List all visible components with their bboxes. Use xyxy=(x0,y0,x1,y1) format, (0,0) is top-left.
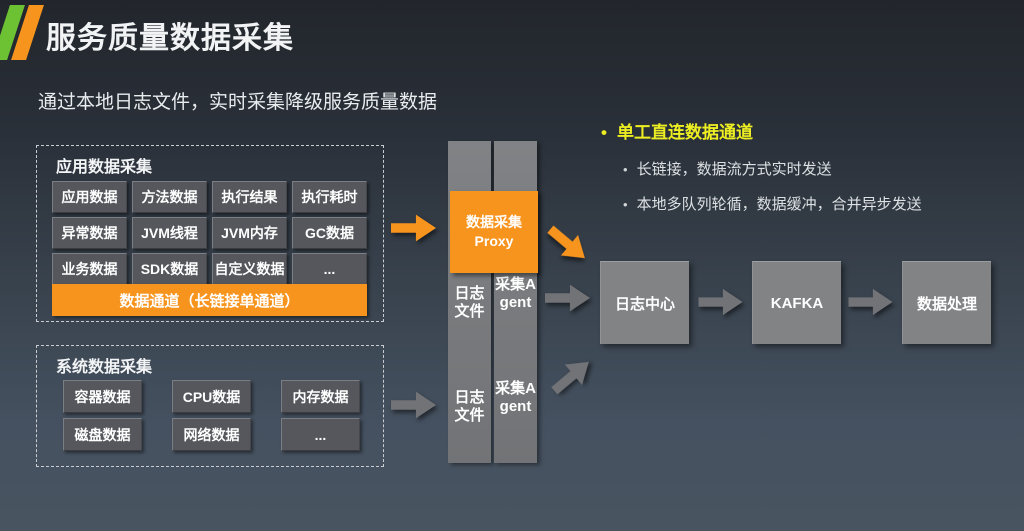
page-title: 服务质量数据采集 xyxy=(46,22,294,55)
system-grid-cell: ... xyxy=(281,418,360,451)
system-grid-cell: 容器数据 xyxy=(63,380,142,413)
subtitle: 通过本地日志文件，实时采集降级服务质量数据 xyxy=(38,92,438,113)
flow-arrow-right-icon xyxy=(545,284,591,312)
notes-heading: 单工直连数据通道 xyxy=(601,118,753,143)
kafka-box: KAFKA xyxy=(752,261,841,344)
proxy-label-line2: Proxy xyxy=(474,233,514,249)
collect-agent-label: 采集Agent xyxy=(495,380,536,415)
app-grid-cell: JVM线程 xyxy=(132,217,207,249)
app-data-section: 应用数据采集 xyxy=(36,145,384,322)
flow-arrow-right-icon xyxy=(848,288,893,316)
app-grid-cell: 方法数据 xyxy=(132,181,207,213)
app-grid-cell: GC数据 xyxy=(292,217,367,249)
log-center-box: 日志中心 xyxy=(600,261,689,344)
app-grid-cell: 执行结果 xyxy=(212,181,287,213)
system-section-label: 系统数据采集 xyxy=(56,359,153,376)
log-file-label: 日志文件 xyxy=(454,285,485,320)
app-data-grid: 应用数据 方法数据 执行结果 执行耗时 异常数据 JVM线程 JVM内存 GC数… xyxy=(52,181,367,285)
system-grid-cell: 网络数据 xyxy=(172,418,251,451)
collect-agent-label: 采集Agent xyxy=(495,276,536,311)
app-grid-cell: 执行耗时 xyxy=(292,181,367,213)
flow-arrow-up-right-icon xyxy=(551,361,589,395)
app-section-label: 应用数据采集 xyxy=(56,159,153,176)
app-grid-cell: SDK数据 xyxy=(132,253,207,285)
flow-arrow-right-icon xyxy=(698,288,743,316)
app-grid-cell: JVM内存 xyxy=(212,217,287,249)
note-bullet: 长链接，数据流方式实时发送 xyxy=(623,158,832,179)
app-grid-cell: 异常数据 xyxy=(52,217,127,249)
note-bullet: 本地多队列轮循，数据缓冲，合并异步发送 xyxy=(623,193,922,214)
system-data-grid: 容器数据 CPU数据 内存数据 磁盘数据 网络数据 ... xyxy=(63,380,360,451)
data-processing-box: 数据处理 xyxy=(902,261,991,344)
system-grid-cell: CPU数据 xyxy=(172,380,251,413)
app-grid-cell: ... xyxy=(292,253,367,285)
data-channel-bar: 数据通道（长链接单通道） xyxy=(52,284,367,316)
system-grid-cell: 内存数据 xyxy=(281,380,360,413)
proxy-label-line1: 数据采集 xyxy=(466,214,522,230)
system-data-section: 系统数据采集 xyxy=(36,345,384,467)
app-grid-cell: 业务数据 xyxy=(52,253,127,285)
app-grid-cell: 自定义数据 xyxy=(212,253,287,285)
data-collect-proxy-box: 数据采集 Proxy xyxy=(450,191,538,273)
system-grid-cell: 磁盘数据 xyxy=(63,418,142,451)
flow-arrow-right-icon xyxy=(391,391,437,419)
log-file-label: 日志文件 xyxy=(454,389,485,424)
app-grid-cell: 应用数据 xyxy=(52,181,127,213)
flow-arrow-down-right-icon xyxy=(547,225,585,259)
flow-arrow-right-icon xyxy=(391,214,437,242)
